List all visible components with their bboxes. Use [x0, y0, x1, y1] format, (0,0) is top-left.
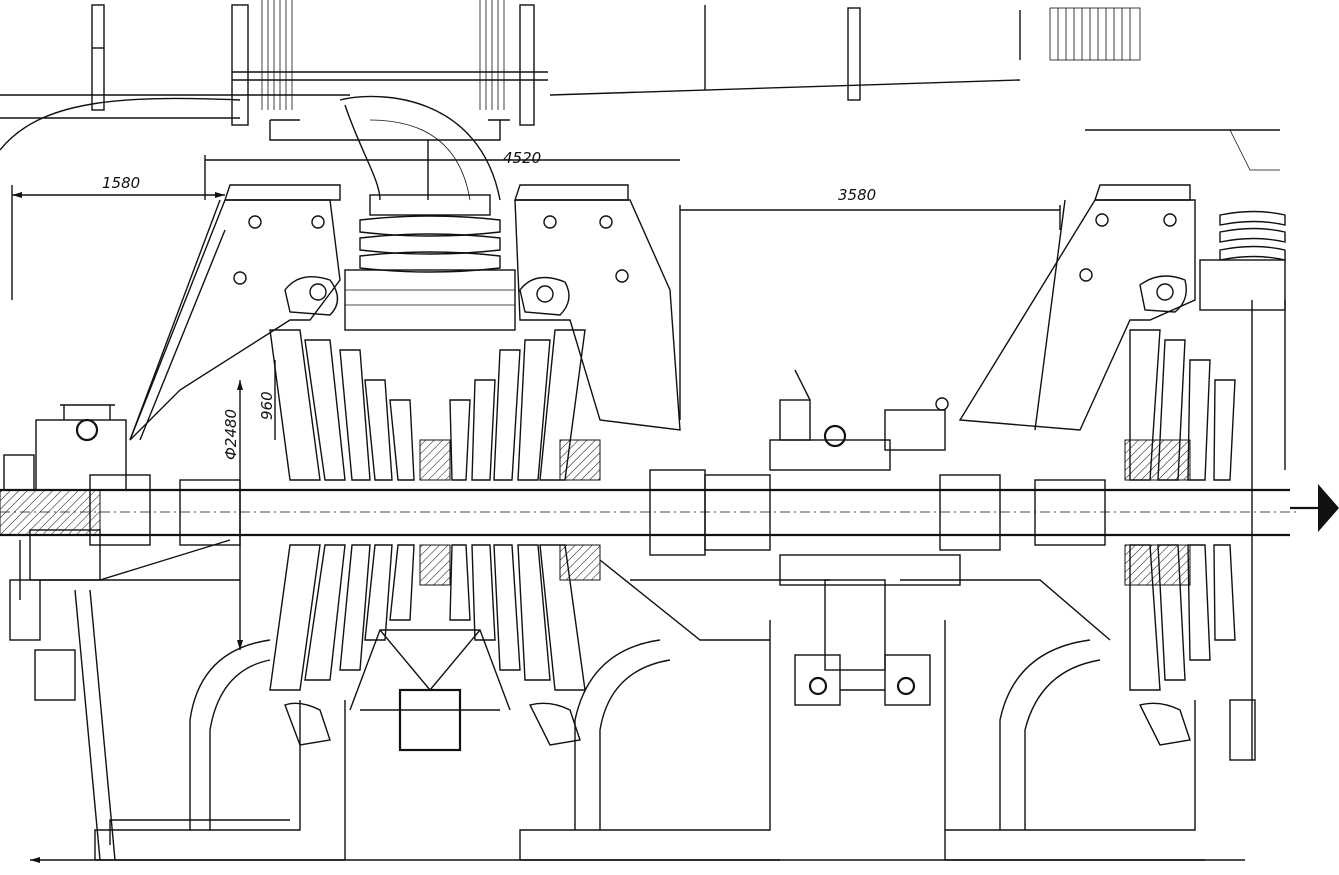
- dim-3580: 3580: [838, 186, 876, 204]
- top-piping: [0, 0, 1280, 171]
- vent-grille: [1057, 8, 1131, 60]
- exhaust-hood-2: [900, 579, 1205, 861]
- cylinder-2: [958, 184, 1286, 761]
- exhaust-hood-1: [94, 559, 830, 861]
- right-arrow-icon: [1290, 484, 1339, 532]
- dim-4520: 4520: [503, 149, 541, 167]
- cylinder-1: [129, 184, 681, 441]
- crossover-pipe: [339, 95, 516, 331]
- dim-diameter-2480: Ф2480: [222, 409, 240, 460]
- dim-1580: 1580: [102, 174, 140, 192]
- rotor-shaft: [0, 469, 1300, 556]
- blade-stages-1: [269, 329, 601, 691]
- pipe-bundle-right: [479, 0, 505, 110]
- dim-960: 960: [258, 391, 276, 420]
- middle-bearing-pedestal: [769, 369, 961, 706]
- pipe-bundle-left: [261, 0, 293, 110]
- front-bearing-housing: [3, 199, 240, 861]
